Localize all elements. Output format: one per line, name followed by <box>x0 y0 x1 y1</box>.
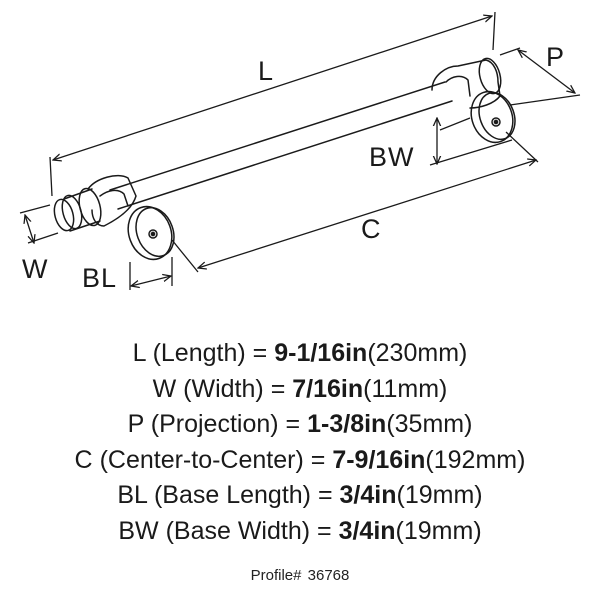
spec-row-length: L (Length) = 9-1/16in(230mm) <box>132 339 468 367</box>
handle-dimension-drawing: L W P BW C BL <box>19 11 581 293</box>
label-w: W <box>22 254 48 284</box>
spec-row-base-length: BL (Base Length) = 3/4in(19mm) <box>117 481 483 509</box>
spec-row-projection: P (Projection) = 1-3/8in(35mm) <box>127 410 473 438</box>
spec-row-width: W (Width) = 7/16in(11mm) <box>152 374 448 403</box>
label-l: L <box>258 56 274 86</box>
label-c: C <box>361 214 382 244</box>
label-bw: BW <box>369 142 415 172</box>
profile-number: Profile# 36768 <box>250 567 350 584</box>
label-bl: BL <box>82 263 117 293</box>
dimension-lines <box>19 11 581 290</box>
spec-row-center-to-center: C (Center-to-Center) = 7-9/16in(192mm) <box>74 445 526 474</box>
specification-list: L (Length) = 9-1/16in(230mm) W (Width) =… <box>0 336 600 549</box>
spec-row-base-width: BW (Base Width) = 3/4in(19mm) <box>118 516 482 545</box>
cabinet-pull-outline <box>53 57 516 261</box>
label-p: P <box>546 42 565 72</box>
dimension-labels: L W P BW C BL <box>22 42 565 293</box>
